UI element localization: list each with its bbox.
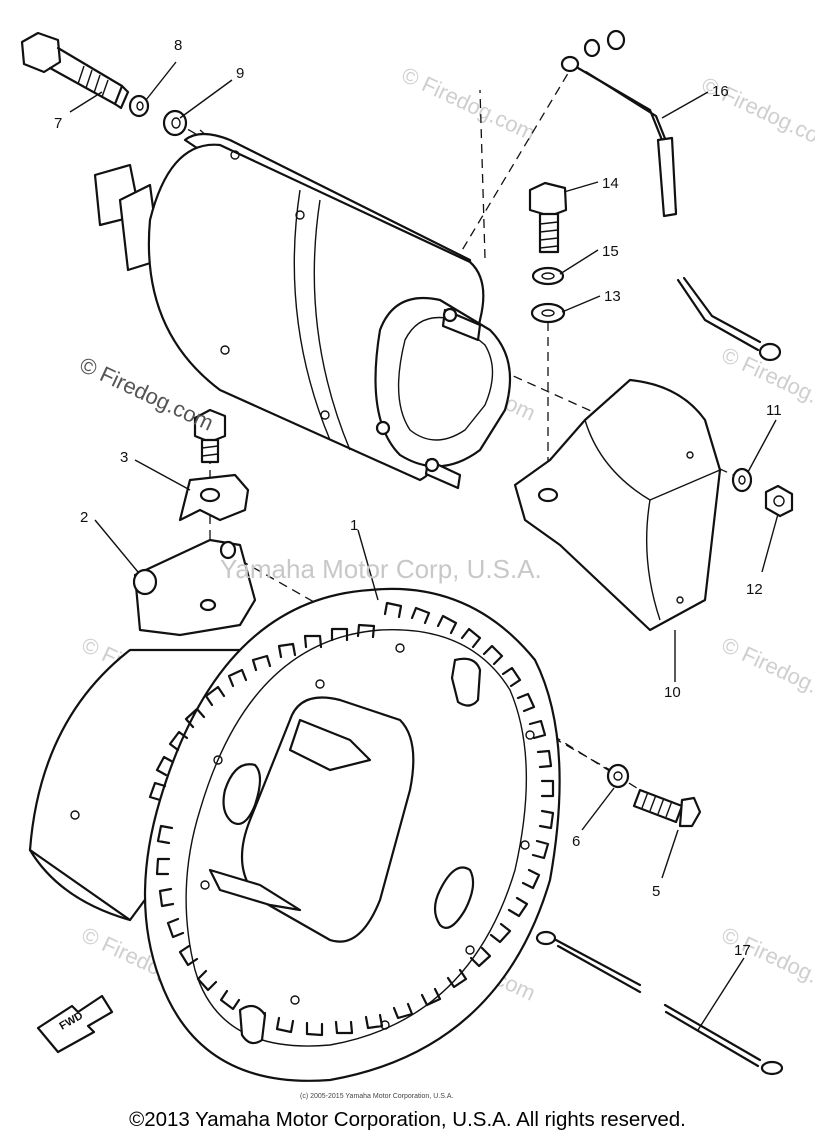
washer-15 [531,266,565,286]
washer-13 [530,302,566,324]
callout-15: 15 [602,243,619,260]
callout-14: 14 [602,175,619,192]
bolt-5 [632,788,702,828]
parts-diagram: © Firedog.com © Firedog.com © Firedog.co… [20,29,815,1100]
callout-13: 13 [604,288,621,305]
leader-lines [69,61,779,1031]
cover-10 [513,378,722,632]
bolt-7 [20,31,130,110]
watermark-text: © Firedog.com [718,632,815,716]
washer-6 [606,763,630,789]
callout-7: 7 [54,115,62,132]
callout-8: 8 [174,37,182,54]
copyright-footer: ©2013 Yamaha Motor Corporation, U.S.A. A… [129,1108,686,1131]
cable-16 [560,29,782,362]
watermark-text: © Firedog.com [718,922,815,1006]
callout-3: 3 [120,449,128,466]
callout-2: 2 [80,509,88,526]
watermark-text: © Firedog.com [398,62,540,146]
overlay-watermark: Yamaha Motor Corp, U.S.A. [220,554,542,584]
washer-11 [731,467,753,493]
starter-motor [93,132,512,490]
callout-5: 5 [652,883,660,900]
bolt-3 [178,408,250,522]
callout-16: 16 [712,83,729,100]
callout-10: 10 [664,684,681,701]
callout-12: 12 [746,581,763,598]
nut-12 [764,484,794,518]
cable-17 [535,930,784,1076]
bolt-14 [528,181,568,254]
ring-gear-1 [143,587,561,1082]
small-copyright: (c) 2005-2015 Yamaha Motor Corporation, … [300,1093,453,1100]
washer-8 [128,94,150,118]
callout-17: 17 [734,942,751,959]
fwd-arrow-icon: FWD [36,994,114,1054]
callout-9: 9 [236,65,244,82]
washer-9 [162,109,188,137]
callout-11: 11 [766,402,782,419]
callouts: 1 2 3 5 6 7 8 9 10 11 12 13 14 15 16 17 [54,37,782,959]
bracket-2 [132,538,257,637]
callout-1: 1 [350,517,358,534]
callout-6: 6 [572,833,580,850]
